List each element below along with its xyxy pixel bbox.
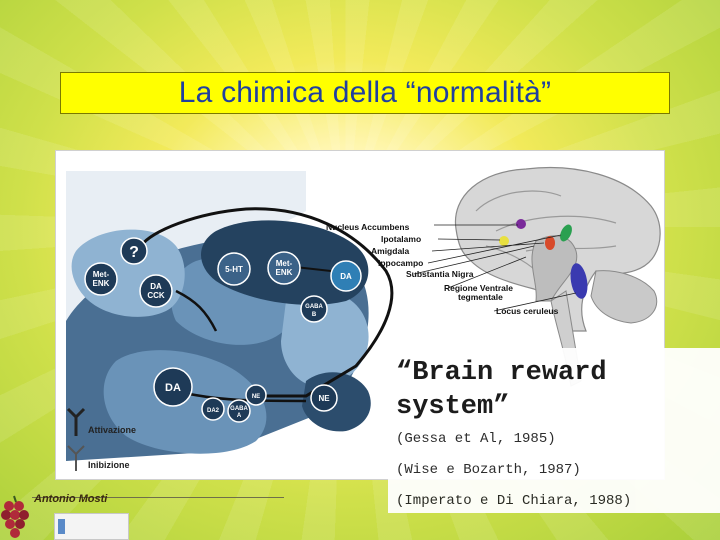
brain-reward-callout: “Brain reward system” (Gessa et Al, 1985… <box>388 348 720 513</box>
reference-wise: (Wise e Bozarth, 1987) <box>396 455 720 486</box>
da-cck-l2: CCK <box>147 291 165 300</box>
brain-label-amigdala: Amigdala <box>371 246 410 256</box>
gaba-b-l1: GABA <box>305 304 323 310</box>
question-label: ? <box>129 244 139 261</box>
activation-label: Attivazione <box>88 425 136 435</box>
logo-icon <box>54 513 129 540</box>
da-cck-l1: DA <box>150 282 162 291</box>
5ht-label: 5-HT <box>225 265 243 274</box>
ne-small-label: NE <box>252 394 260 400</box>
brain-label-ippocampo: Ippocampo <box>378 258 423 268</box>
brain-label-locus-ceruleus: Locus ceruleus <box>496 306 559 316</box>
title-box: La chimica della “normalità” <box>60 72 670 114</box>
met-enk-left-l2: ENK <box>93 279 110 288</box>
da-bottom-label: DA <box>165 382 181 394</box>
reference-imperato: (Imperato e Di Chiara, 1988) <box>396 486 720 517</box>
brain-label-tegmentale: tegmentale <box>458 292 503 302</box>
brain-label-substantia-nigra: Substantia Nigra <box>406 269 474 279</box>
nucleus-accumbens-dot <box>516 219 526 229</box>
ne-right-label: NE <box>318 394 330 403</box>
brain-label-ipotalamo: Ipotalamo <box>381 234 421 244</box>
brain-label-nucleus-accumbens: Nucleus Accumbens <box>326 222 410 232</box>
da-top-label: DA <box>340 272 352 281</box>
gaba-a-l2: A <box>237 413 242 419</box>
author-name: Antonio Mosti <box>34 493 107 505</box>
callout-heading-line2: system” <box>396 390 720 424</box>
reference-gessa: (Gessa et Al, 1985) <box>396 424 720 455</box>
hypothalamus-dot <box>499 236 509 246</box>
da2-label: DA2 <box>207 408 220 414</box>
inhibition-label: Inibizione <box>88 460 130 470</box>
gaba-a-l1: GABA <box>230 406 248 412</box>
slide-title: La chimica della “normalità” <box>179 76 551 110</box>
met-enk-left-l1: Met- <box>93 270 110 279</box>
callout-heading-line1: “Brain reward <box>396 356 720 390</box>
met-enk-right-l2: ENK <box>276 268 293 277</box>
logo-mark <box>58 519 65 534</box>
gaba-b-l2: B <box>312 312 317 318</box>
met-enk-right-l1: Met- <box>276 259 293 268</box>
grapes-icon <box>0 494 30 540</box>
